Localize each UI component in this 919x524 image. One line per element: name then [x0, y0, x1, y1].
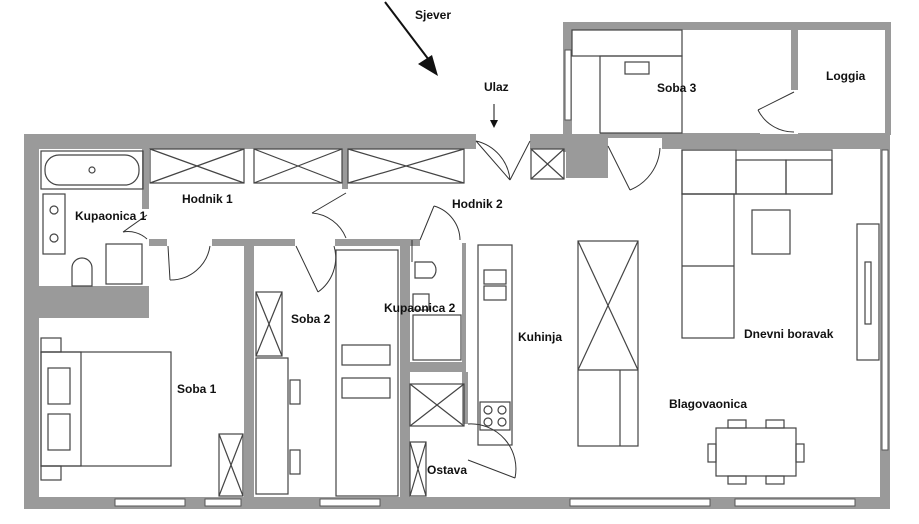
doors [122, 91, 795, 479]
wardrobe-hodnik-1 [149, 148, 465, 184]
entrance-arrow [490, 104, 498, 128]
coffee-table [751, 209, 791, 255]
kitchen-counter [477, 244, 513, 446]
toilet-2 [414, 261, 437, 279]
bathtub [40, 150, 144, 190]
dining-table [707, 419, 805, 485]
room-label-dnevni-boravak: Dnevni boravak [744, 327, 834, 341]
room-labels: Soba 3 Loggia Kupaonica 1 Hodnik 1 Hodni… [75, 69, 866, 477]
room-label-kupaonica-1: Kupaonica 1 [75, 209, 147, 223]
room-label-hodnik-1: Hodnik 1 [182, 192, 233, 206]
sofa [681, 149, 833, 339]
entrance-label: Ulaz [484, 80, 509, 94]
tv-unit [856, 223, 880, 361]
room-label-kupaonica-2: Kupaonica 2 [384, 301, 456, 315]
room-label-soba-3: Soba 3 [657, 81, 697, 95]
room-label-ostava: Ostava [427, 463, 467, 477]
north-label: Sjever [415, 8, 451, 22]
walls [24, 22, 891, 509]
north-arrow [384, 1, 438, 76]
bath-1-sink [42, 193, 66, 255]
furniture [40, 29, 880, 497]
bed-soba-1 [40, 337, 172, 481]
washing-machine [105, 243, 143, 285]
room-label-soba-2: Soba 2 [291, 312, 331, 326]
toilet-1 [71, 257, 93, 287]
room-label-soba-1: Soba 1 [177, 382, 217, 396]
room-label-loggia: Loggia [826, 69, 866, 83]
kitchen-island [577, 240, 639, 447]
room-label-hodnik-2: Hodnik 2 [452, 197, 503, 211]
room-label-blagovaonica: Blagovaonica [669, 397, 747, 411]
room-label-kuhinja: Kuhinja [518, 330, 562, 344]
shower-2 [412, 314, 462, 361]
windows [114, 49, 889, 507]
